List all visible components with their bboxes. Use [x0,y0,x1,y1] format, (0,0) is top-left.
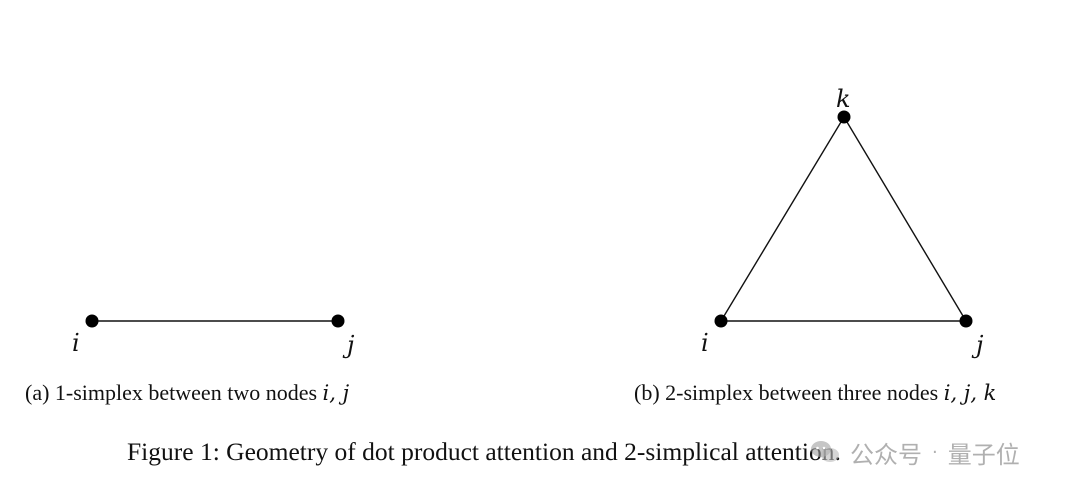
watermark-separator: · [932,441,938,463]
watermark: 公众号 · 量子位 [810,432,1058,472]
node-i [85,314,99,328]
watermark-right-text: 量子位 [947,440,1020,469]
label-node-k: k [836,85,851,113]
figure-caption: Figure 1: Geometry of dot product attent… [127,437,841,466]
subcaption-b-text: (b) 2-simplex between three nodes [634,380,944,405]
edge-i-k [720,116,845,322]
node-j [331,314,345,328]
label-node-j: j [342,331,355,359]
subcaption-b-math: i, j, k [943,381,997,405]
label-node-i: i [72,329,80,357]
wechat-icon [810,439,840,465]
node-k [837,110,851,124]
label-node-j: j [971,331,984,359]
subcaption-b: (b) 2-simplex between three nodes i, j, … [634,382,996,404]
diagram-b-2-simplex: i j k [701,85,984,359]
label-node-i: i [701,329,709,357]
subcaption-a: (a) 1-simplex between two nodes i, j [25,382,349,404]
node-j [959,314,973,328]
diagram-a-1-simplex: i j [72,314,355,359]
subcaption-a-text: (a) 1-simplex between two nodes [25,380,323,405]
watermark-left-text: 公众号 [850,440,922,469]
subcaption-a-math: i, j [322,381,350,405]
edge-j-k [843,116,967,322]
node-i [714,314,728,328]
